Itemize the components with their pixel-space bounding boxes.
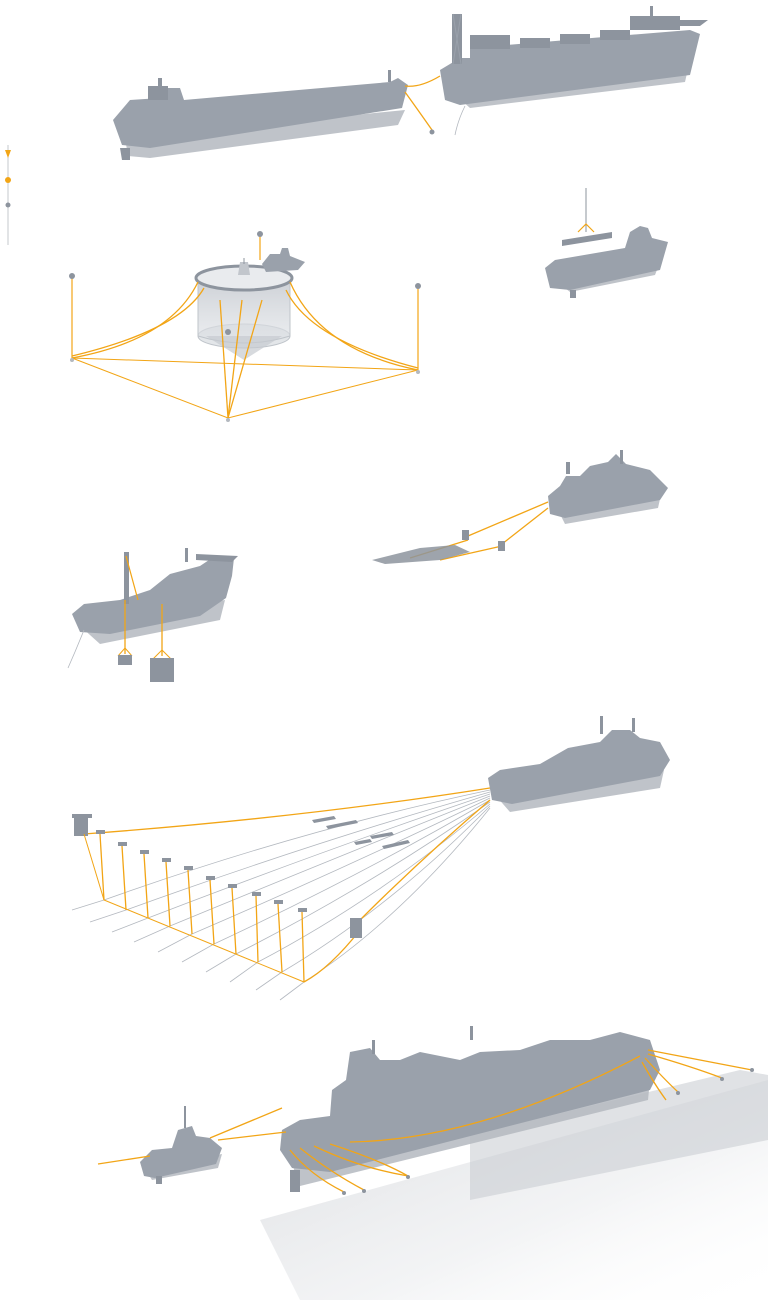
- fpso-vessel: [440, 6, 708, 108]
- scene-seismic-survey: [71, 716, 670, 1001]
- tug-boat: [140, 1106, 222, 1184]
- scene-tandem-offloading: [113, 6, 708, 160]
- shuttle-tanker: [113, 70, 408, 160]
- scene-trawler-towing: [372, 450, 668, 564]
- mooring-lines: [289, 1049, 754, 1195]
- lng-carrier: [280, 1026, 660, 1192]
- scene-fish-farm-mooring: [69, 231, 421, 422]
- streamer-floats: [83, 830, 307, 983]
- scene-subsea-installation: [67, 548, 238, 682]
- streamer-lines: [71, 789, 491, 1001]
- side-markers: [5, 145, 11, 245]
- streamer-birds: [312, 816, 410, 849]
- scene-crane-lifting: [545, 188, 668, 298]
- scene-lng-berthing: [97, 1026, 768, 1300]
